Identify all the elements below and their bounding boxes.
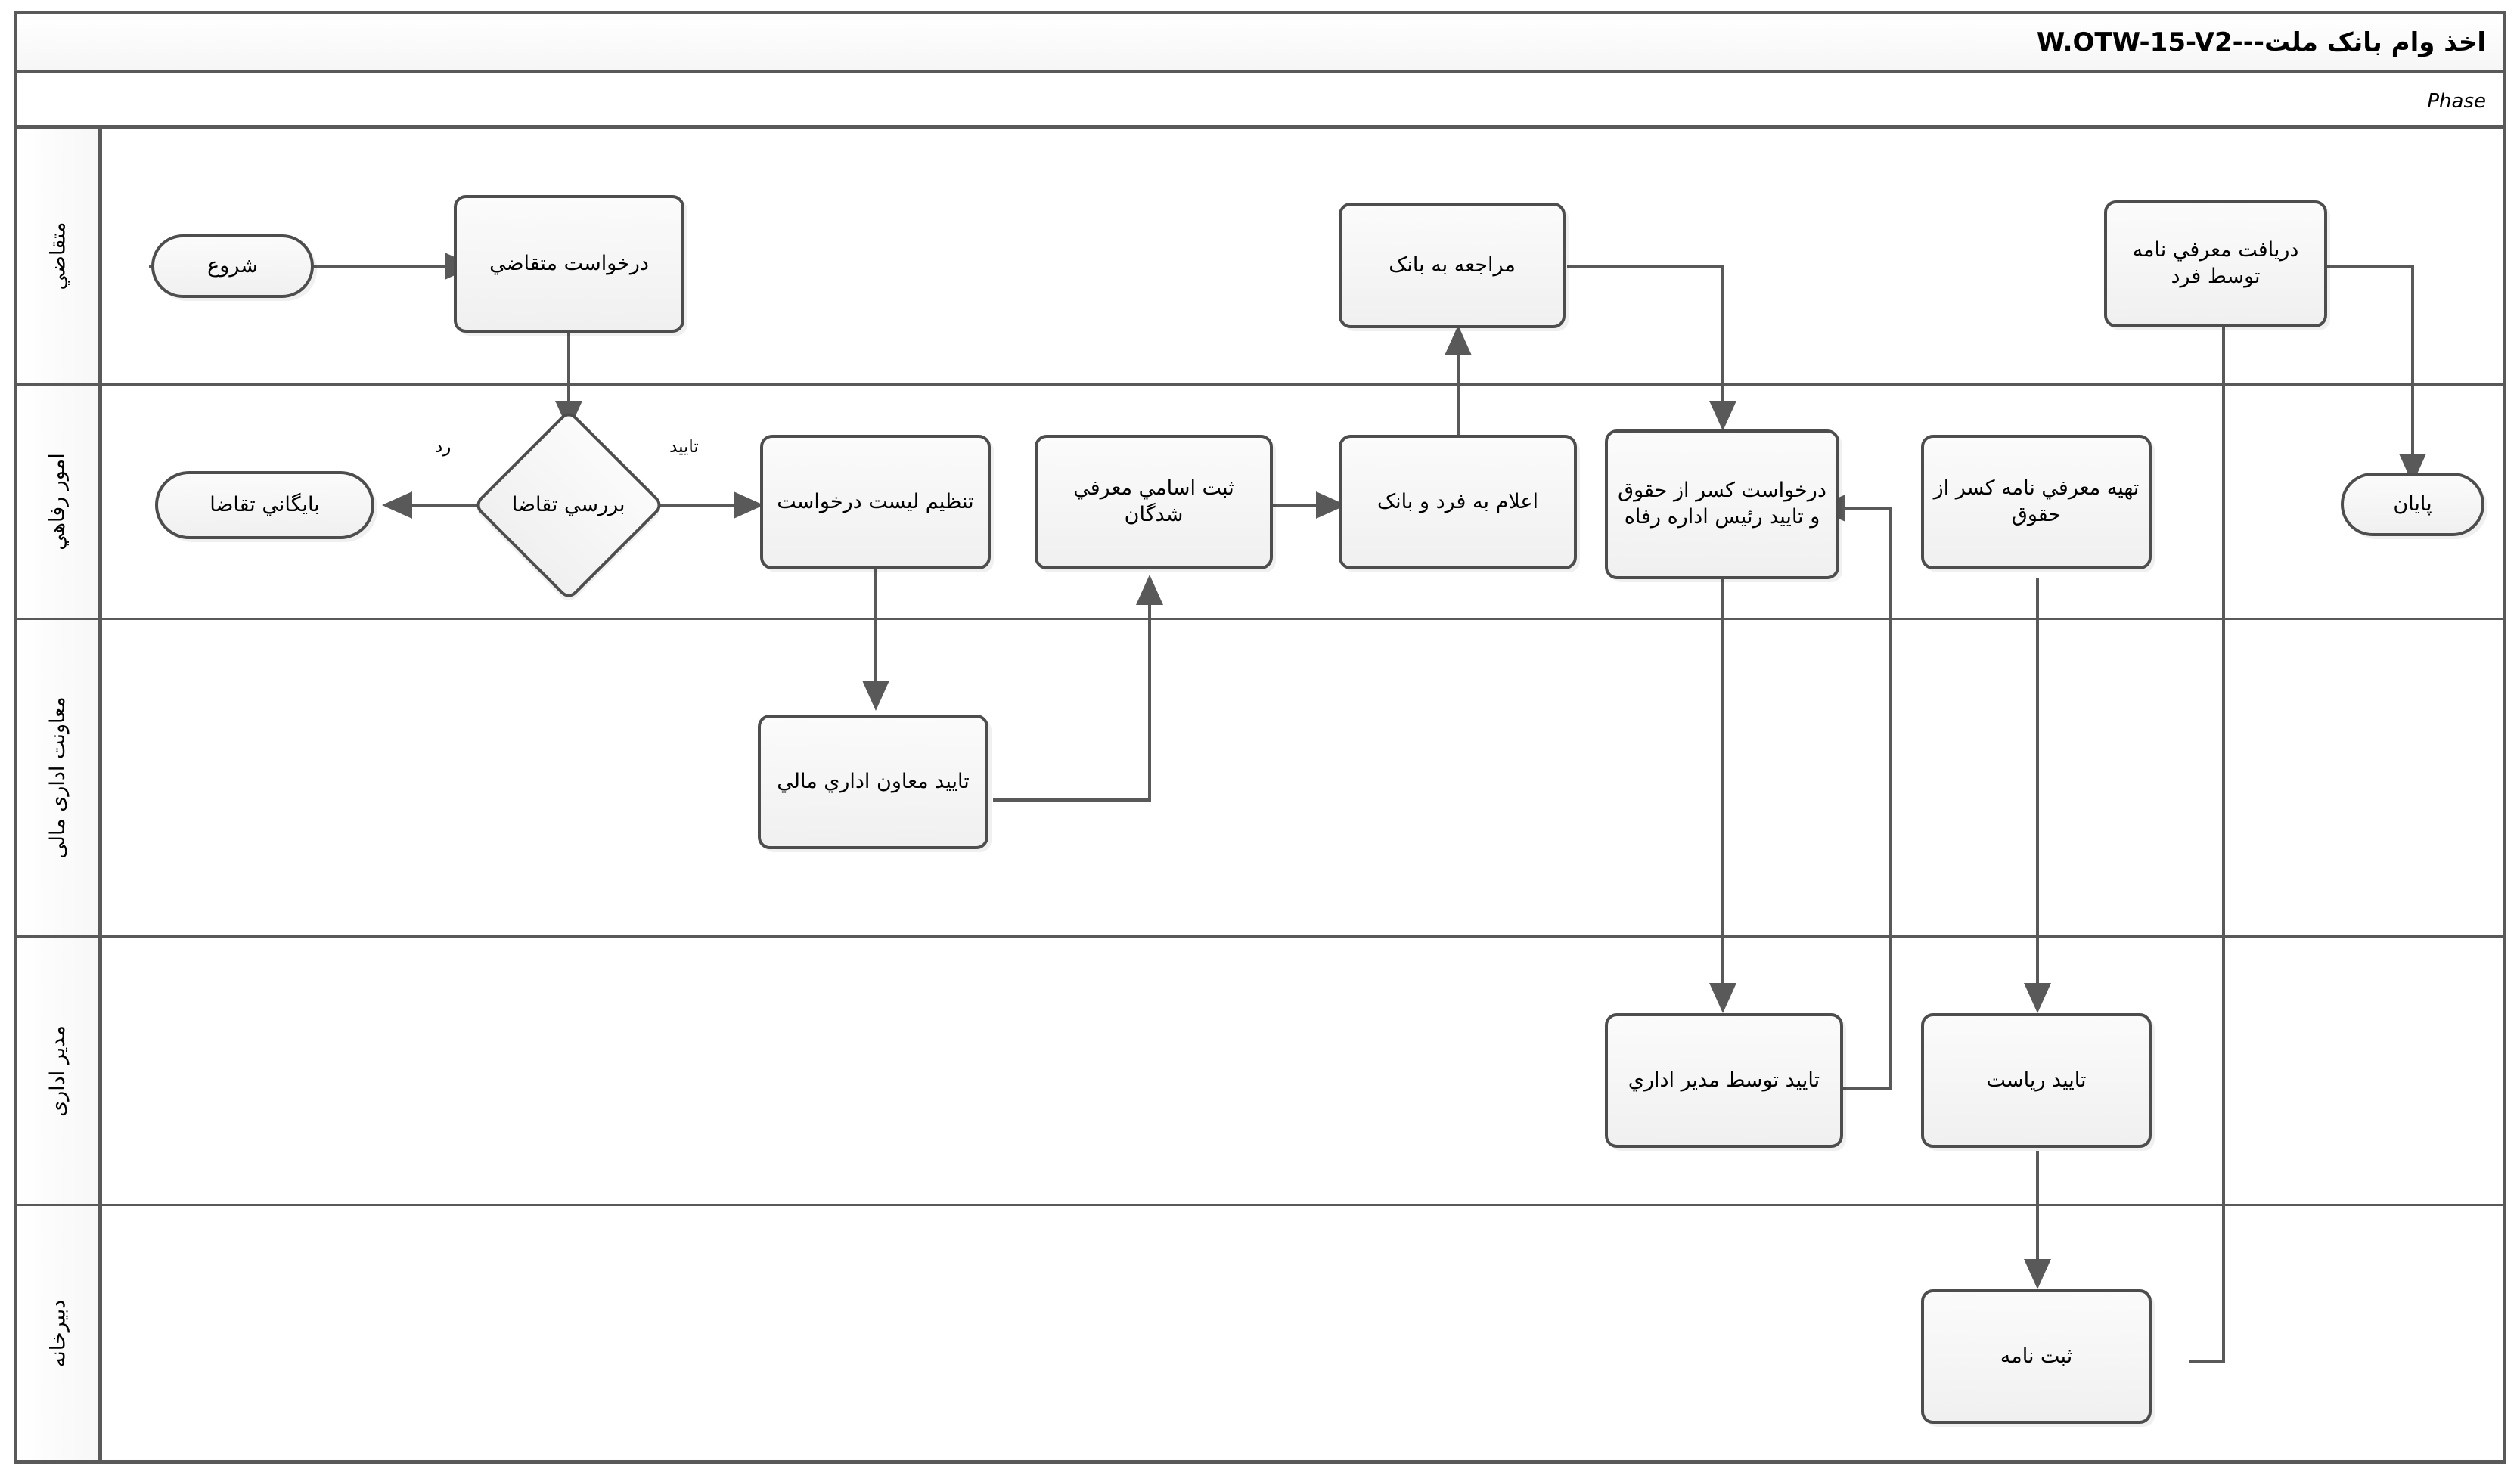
swimlane-applicant: متقاضي: [17, 129, 2503, 386]
node-end[interactable]: پايان: [2341, 473, 2484, 536]
node-admin-manager-approval[interactable]: تاييد توسط مدير اداري: [1605, 1013, 1843, 1148]
node-presidency-approval[interactable]: تاييد رياست: [1921, 1013, 2152, 1148]
node-register-letter[interactable]: ثبت نامه: [1921, 1289, 2152, 1424]
page-title: اخذ وام بانک ملت---W.OTW-15-V2: [2036, 26, 2486, 57]
node-prepare-letter[interactable]: تهیه معرفي نامه کسر از حقوق: [1921, 435, 2152, 569]
node-review-request-label: بررسي تقاضا: [512, 492, 625, 516]
lane-header-finance-deputy: معاونت اداری مالی: [17, 620, 102, 935]
node-payroll-deduction[interactable]: درخواست کسر از حقوق و تاييد رئيس اداره ر…: [1605, 429, 1839, 579]
lane-label-applicant: متقاضي: [46, 222, 70, 290]
phase-band: Phase: [17, 77, 2503, 129]
lane-header-welfare: امور رفاهي: [17, 386, 102, 618]
node-finance-deputy-approval[interactable]: تاييد معاون اداري مالي: [758, 715, 988, 849]
lane-label-secretariat: دبیرخانه: [46, 1299, 70, 1367]
lane-label-admin-manager: مدیر اداری: [46, 1025, 70, 1117]
node-applicant-request[interactable]: درخواست متقاضي: [454, 195, 684, 333]
node-arrange-list[interactable]: تنظیم لیست درخواست: [760, 435, 991, 569]
node-start[interactable]: شروع: [151, 234, 314, 298]
lane-header-secretariat: دبیرخانه: [17, 1206, 102, 1460]
edge-label-approve: تاييد: [669, 437, 699, 457]
edge-label-reject: رد: [435, 437, 452, 457]
node-notify-person-bank[interactable]: اعلام به فرد و بانک: [1339, 435, 1577, 569]
lane-header-applicant: متقاضي: [17, 129, 102, 383]
lane-label-welfare: امور رفاهي: [46, 453, 70, 550]
lane-header-admin-manager: مدیر اداری: [17, 938, 102, 1204]
diagram-title-band: اخذ وام بانک ملت---W.OTW-15-V2: [17, 14, 2503, 73]
lane-label-finance-deputy: معاونت اداری مالی: [46, 696, 70, 859]
node-archive-request[interactable]: بايگاني تقاضا: [155, 471, 374, 539]
node-visit-bank[interactable]: مراجعه به بانک: [1339, 203, 1566, 328]
node-register-names[interactable]: ثبت اسامي معرفي شدگان: [1035, 435, 1273, 569]
node-receive-letter[interactable]: دريافت معرفي نامه توسط فرد: [2104, 200, 2327, 327]
phase-label: Phase: [2427, 89, 2486, 113]
swimlane-finance-deputy: معاونت اداری مالی: [17, 620, 2503, 938]
lane-body-finance-deputy: [102, 620, 2503, 935]
